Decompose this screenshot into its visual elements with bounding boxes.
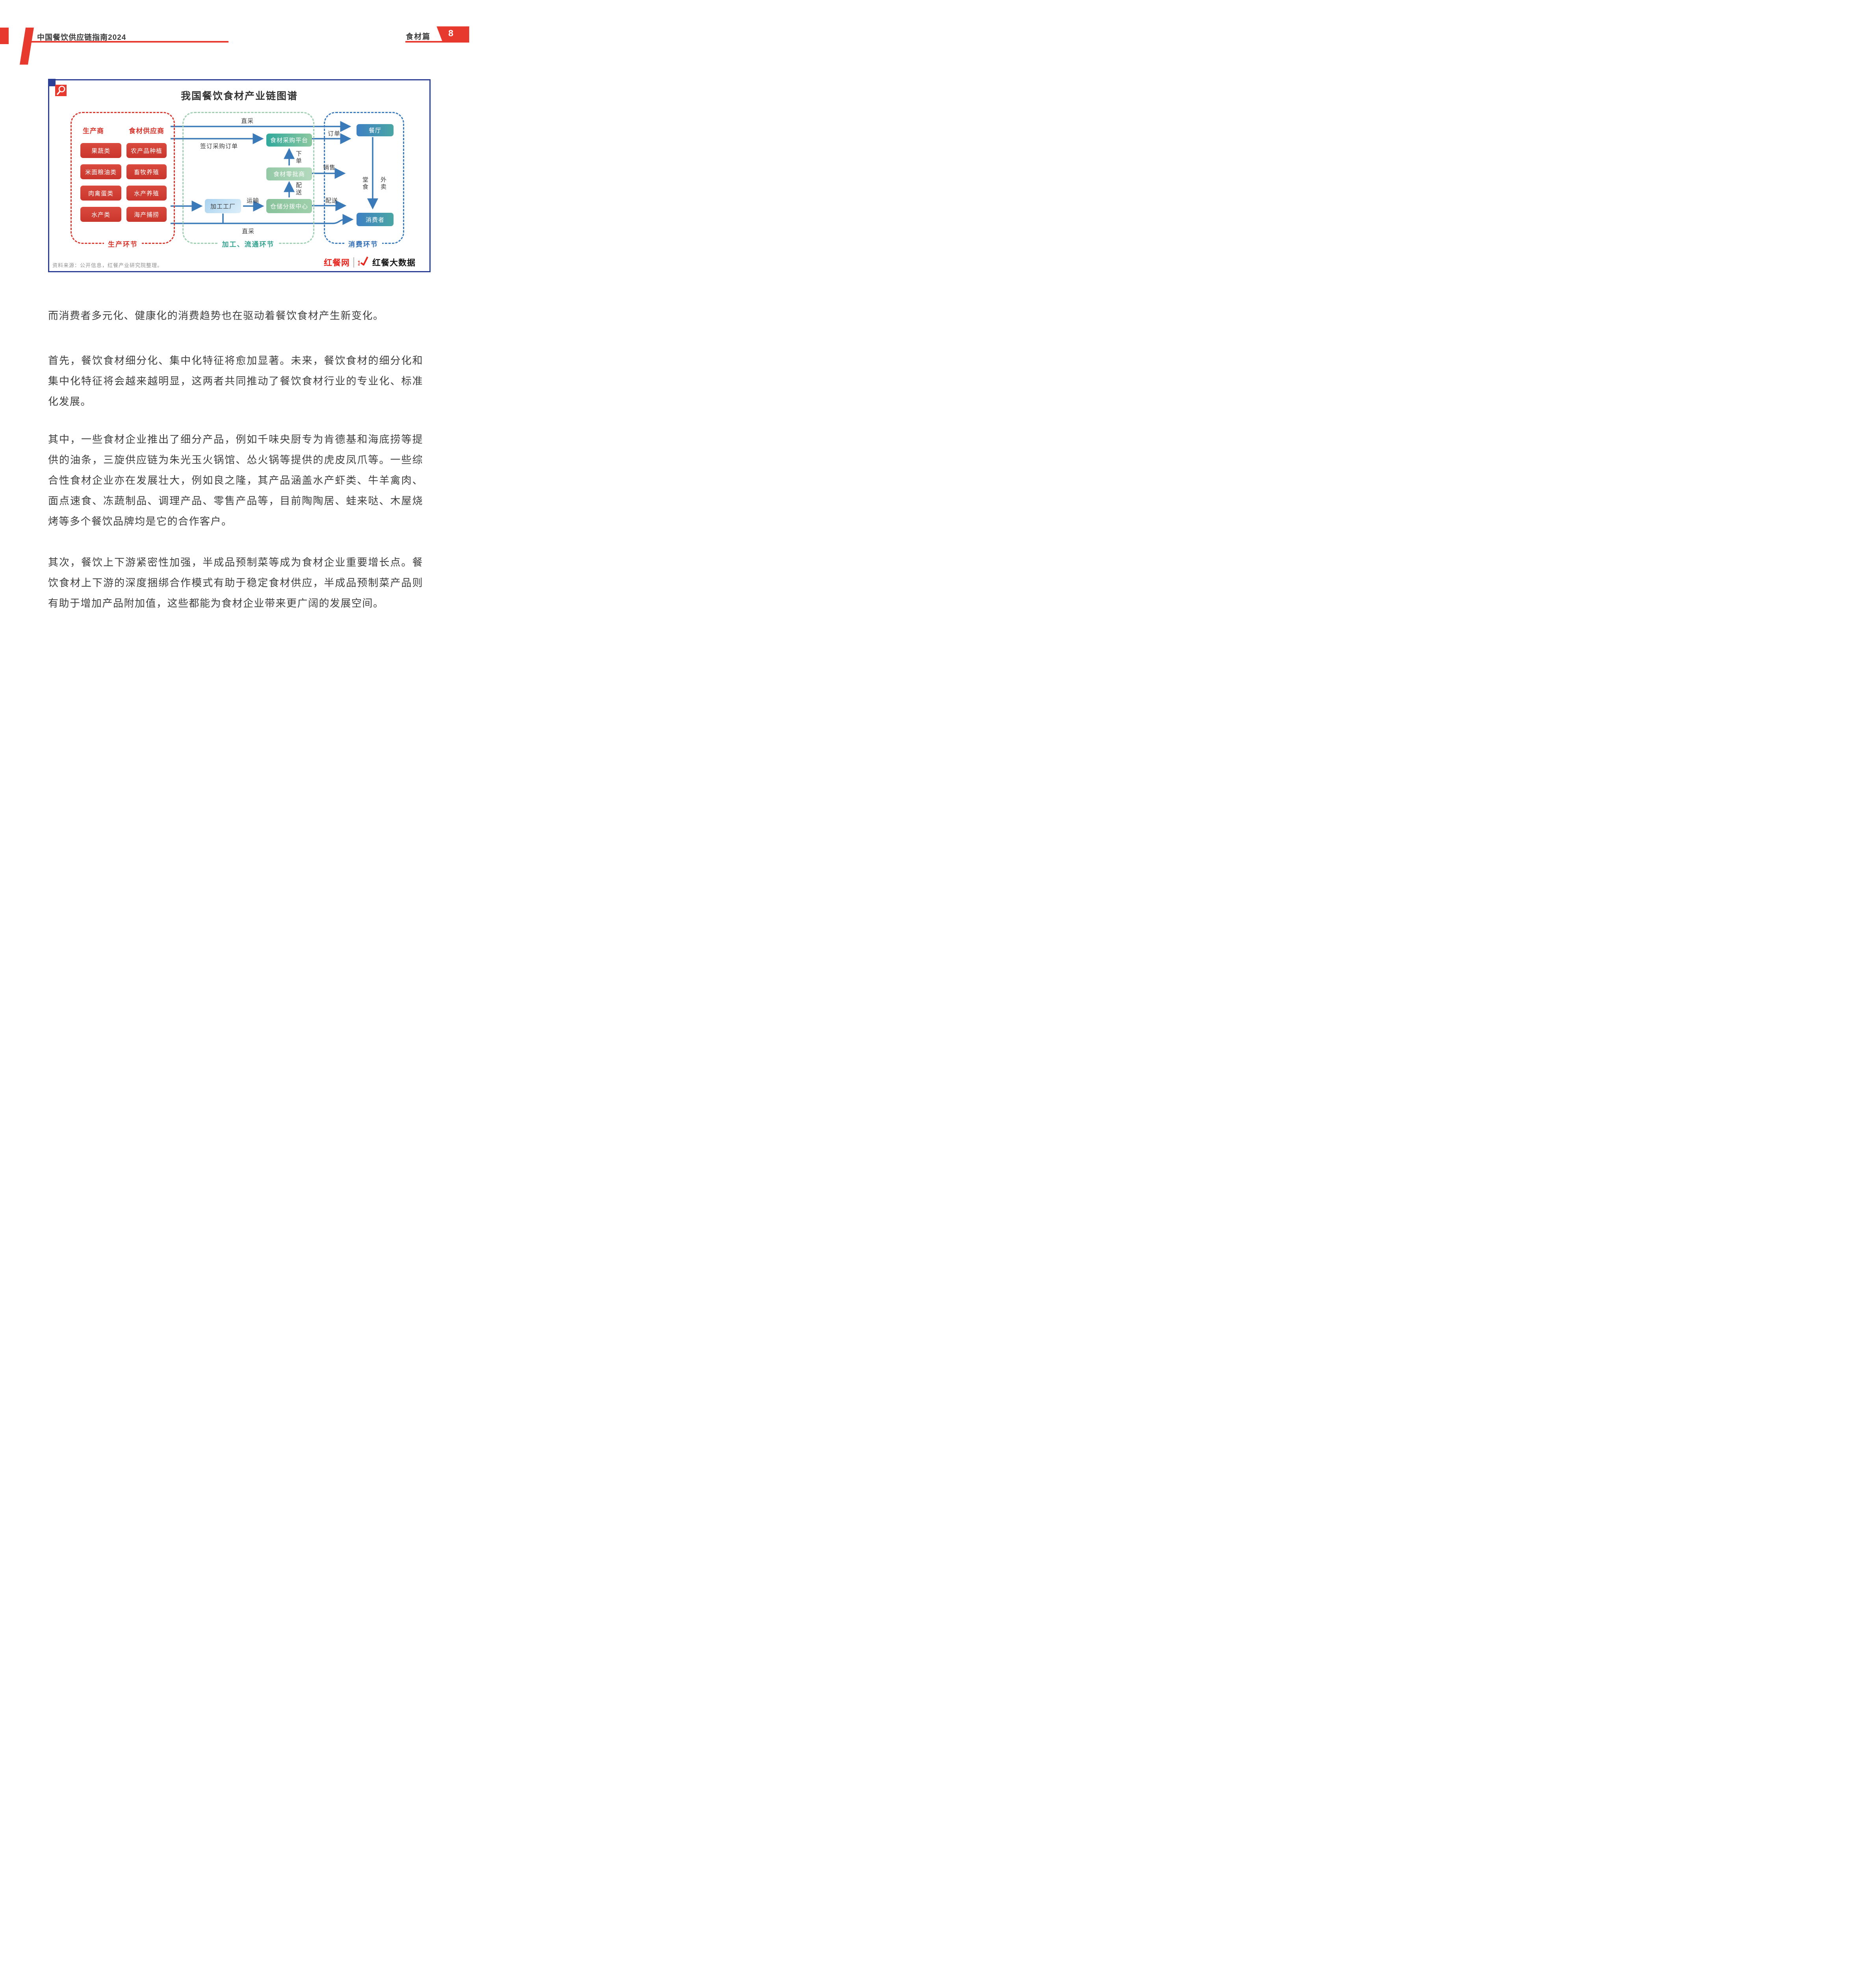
- edge-dine-in: 堂食: [362, 177, 368, 191]
- node-consumer: 消费者: [357, 213, 394, 226]
- report-title: 中国餐饮供应链指南2024: [37, 33, 126, 42]
- header-underline-left: [27, 41, 228, 43]
- figure-title: 我国餐饮食材产业链图谱: [180, 91, 298, 102]
- edge-takeout: 外卖: [380, 177, 386, 191]
- edge-sales: 销售: [323, 164, 336, 171]
- header-underline-right: [405, 41, 469, 43]
- page-number: 8: [448, 28, 453, 38]
- paragraph-3: 其中，一些食材企业推出了细分产品，例如千味央厨专为肯德基和海底捞等提供的油条，三…: [48, 433, 423, 527]
- logo-row: 红餐网 红餐大数据: [324, 256, 416, 269]
- logo-divider: [353, 257, 354, 268]
- edge-direct-bottom: 直采: [241, 228, 255, 235]
- edge-delivery-right: 配送: [325, 197, 338, 204]
- edge-sign-order: 签订采购订单: [200, 143, 238, 150]
- production-section-label: 生产环节: [104, 239, 142, 249]
- paragraph-1: 而消费者多元化、健康化的消费趋势也在驱动着餐饮食材产生新变化。: [48, 310, 384, 322]
- report-page: 中国餐饮供应链指南2024 食材篇 8 我国餐饮食材产业链图谱: [0, 0, 469, 663]
- node-aquaculture: 水产养殖: [126, 186, 167, 201]
- edge-place-order: 下单: [295, 151, 302, 165]
- producers-header: 生产商: [83, 127, 104, 135]
- node-restaurant: 餐厅: [357, 124, 394, 136]
- page-edge-red-bar: [0, 28, 9, 44]
- hongcan-data-logo: 红餐大数据: [372, 258, 416, 268]
- suppliers-header: 食材供应商: [129, 127, 164, 135]
- node-warehouse-center: 仓储分拨中心: [266, 199, 312, 213]
- edge-direct-top: 直采: [241, 118, 254, 125]
- page-number-block: [436, 26, 469, 41]
- node-grain-oil: 米面粮油类: [80, 164, 121, 179]
- edge-delivery-mid: 配送: [295, 182, 302, 196]
- section-name: 食材篇: [406, 33, 431, 41]
- node-fruit-veg: 果蔬类: [80, 143, 121, 158]
- node-processing-factory: 加工工厂: [205, 199, 241, 213]
- hongcan-data-logo-icon: [358, 256, 369, 269]
- node-procurement-platform: 食材采购平台: [266, 134, 312, 147]
- paragraph-2: 首先，餐饮食材细分化、集中化特征将愈加显著。未来，餐饮食材的细分化和集中化特征将…: [48, 355, 423, 407]
- source-note: 资料来源：公开信息，红餐产业研究院整理。: [52, 262, 163, 268]
- node-agriculture: 农产品种植: [126, 143, 167, 158]
- consumption-section-label: 消费环节: [344, 239, 382, 249]
- figure-corner-square: [48, 79, 56, 86]
- node-meat-egg: 肉禽蛋类: [80, 186, 121, 201]
- edge-order: 订单: [327, 130, 341, 137]
- magnifier-icon: [55, 85, 67, 96]
- hongcan-web-logo: 红餐网: [324, 258, 350, 268]
- paragraph-4: 其次，餐饮上下游紧密性加强，半成品预制菜等成为食材企业重要增长点。餐饮食材上下游…: [48, 556, 423, 609]
- node-sea-fishing: 海产捕捞: [126, 207, 167, 222]
- node-livestock: 畜牧养殖: [126, 164, 167, 179]
- node-aquatic: 水产类: [80, 207, 121, 222]
- processing-section-label: 加工、流通环节: [218, 239, 279, 249]
- header-red-slant: [20, 28, 34, 65]
- edge-transport: 运输: [246, 197, 260, 204]
- node-wholesaler: 食材零批商: [266, 167, 312, 180]
